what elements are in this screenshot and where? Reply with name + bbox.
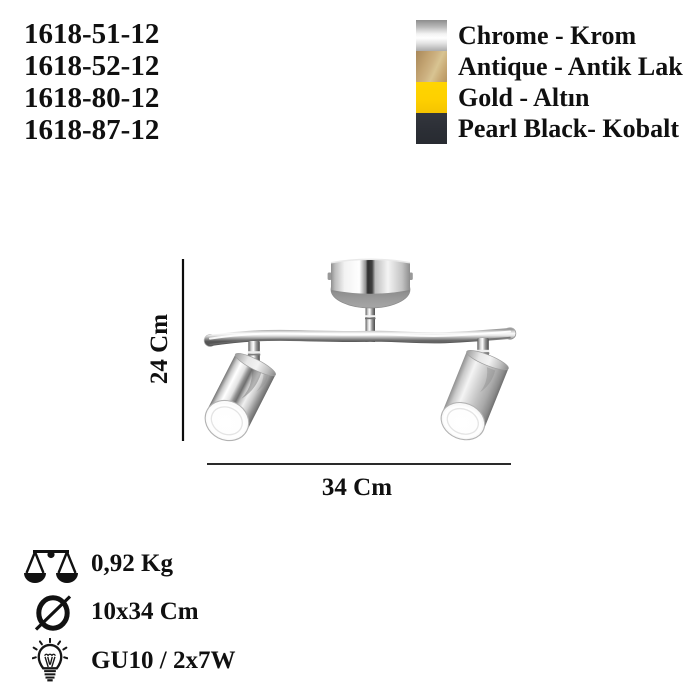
right-spot-head <box>440 350 509 441</box>
product-code: 1618-87-12 <box>24 114 160 146</box>
swatch-gold <box>416 82 447 113</box>
diameter-value: 10x34 Cm <box>91 598 199 625</box>
color-option-label: Gold - Altın <box>458 82 590 112</box>
width-dimension-label: 34 Cm <box>321 474 393 501</box>
left-spot-head <box>204 353 276 442</box>
dimension-lines <box>181 259 511 465</box>
color-option-label: Antique - Antik Lak <box>458 51 683 81</box>
product-code: 1618-51-12 <box>24 18 160 50</box>
diameter-icon <box>34 595 72 631</box>
ceiling-spot-lamp <box>203 258 517 442</box>
color-option-label: Chrome - Krom <box>458 20 637 50</box>
product-code: 1618-52-12 <box>24 50 160 82</box>
product-code: 1618-80-12 <box>24 82 160 114</box>
ceiling-canopy <box>327 258 413 309</box>
lamp-bar <box>203 327 517 347</box>
bulb-icon <box>32 638 68 682</box>
height-dimension-label: 24 Cm <box>146 313 173 385</box>
swatch-pearl-black <box>416 113 447 144</box>
color-option-labels: Chrome - Krom Antique - Antik Lak Gold -… <box>458 20 683 144</box>
weight-scale-icon <box>24 550 78 583</box>
color-swatch-strip <box>416 20 447 144</box>
lamp-socket-value: GU10 / 2x7W <box>91 647 236 674</box>
weight-value: 0,92 Kg <box>91 550 173 577</box>
color-option-label: Pearl Black- Kobalt <box>458 113 679 143</box>
swatch-chrome <box>416 20 447 51</box>
swatch-antique <box>416 51 447 82</box>
product-code-list: 1618-51-12 1618-52-12 1618-80-12 1618-87… <box>24 18 159 146</box>
